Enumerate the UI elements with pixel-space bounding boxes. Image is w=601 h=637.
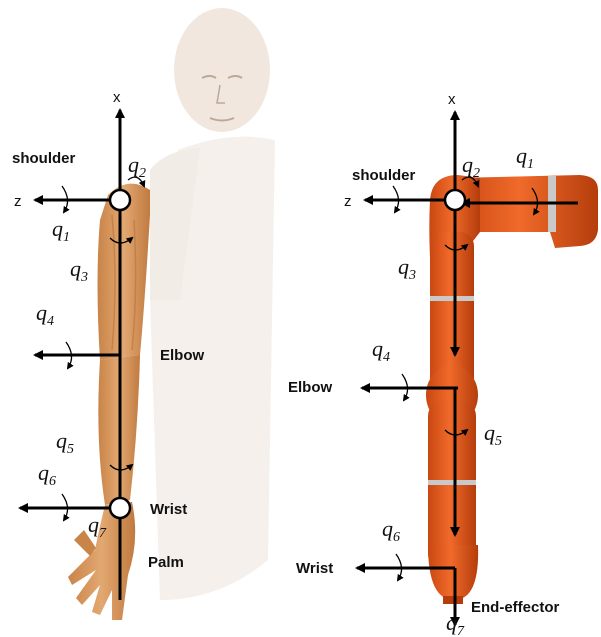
robot-q2-label: q2 (462, 152, 480, 181)
robot-z-label: z (344, 193, 352, 210)
robot-q4-label: q4 (372, 336, 390, 365)
human-x-label: x (113, 89, 121, 106)
human-elbow-label: Elbow (160, 347, 204, 364)
human-q2-label: q2 (128, 152, 146, 181)
human-q1-label: q1 (52, 216, 70, 245)
robot-end-effector-label: End-effector (471, 599, 560, 616)
robot-q3-label: q3 (398, 254, 416, 283)
human-q5-label: q5 (56, 428, 74, 457)
robot-q5-label: q5 (484, 420, 502, 449)
human-q3-label: q3 (70, 256, 88, 285)
robot-flange (443, 596, 463, 604)
human-wrist-label: Wrist (150, 501, 187, 518)
robot-q1-label: q1 (516, 143, 534, 172)
human-wrist-joint (110, 498, 130, 518)
human-palm-label: Palm (148, 554, 184, 571)
robot-elbow-label: Elbow (288, 379, 332, 396)
robot-forearm-band (428, 480, 476, 485)
robot-wrist-label: Wrist (296, 560, 333, 577)
human-shoulder-joint (110, 190, 130, 210)
human-z-label: z (14, 193, 22, 210)
human-q4-label: q4 (36, 300, 54, 329)
robot-q7-label: q7 (446, 610, 465, 637)
robot-upper-band (430, 296, 474, 301)
human-hand (68, 502, 135, 620)
robot-q6-label: q6 (382, 516, 400, 545)
robot-wrist (428, 545, 478, 600)
human-shoulder-label: shoulder (12, 150, 76, 167)
robot-x-label: x (448, 91, 456, 108)
human-q6-label: q6 (38, 460, 56, 489)
robot-shoulder-label: shoulder (352, 167, 416, 184)
robot-shoulder-joint (445, 190, 465, 210)
